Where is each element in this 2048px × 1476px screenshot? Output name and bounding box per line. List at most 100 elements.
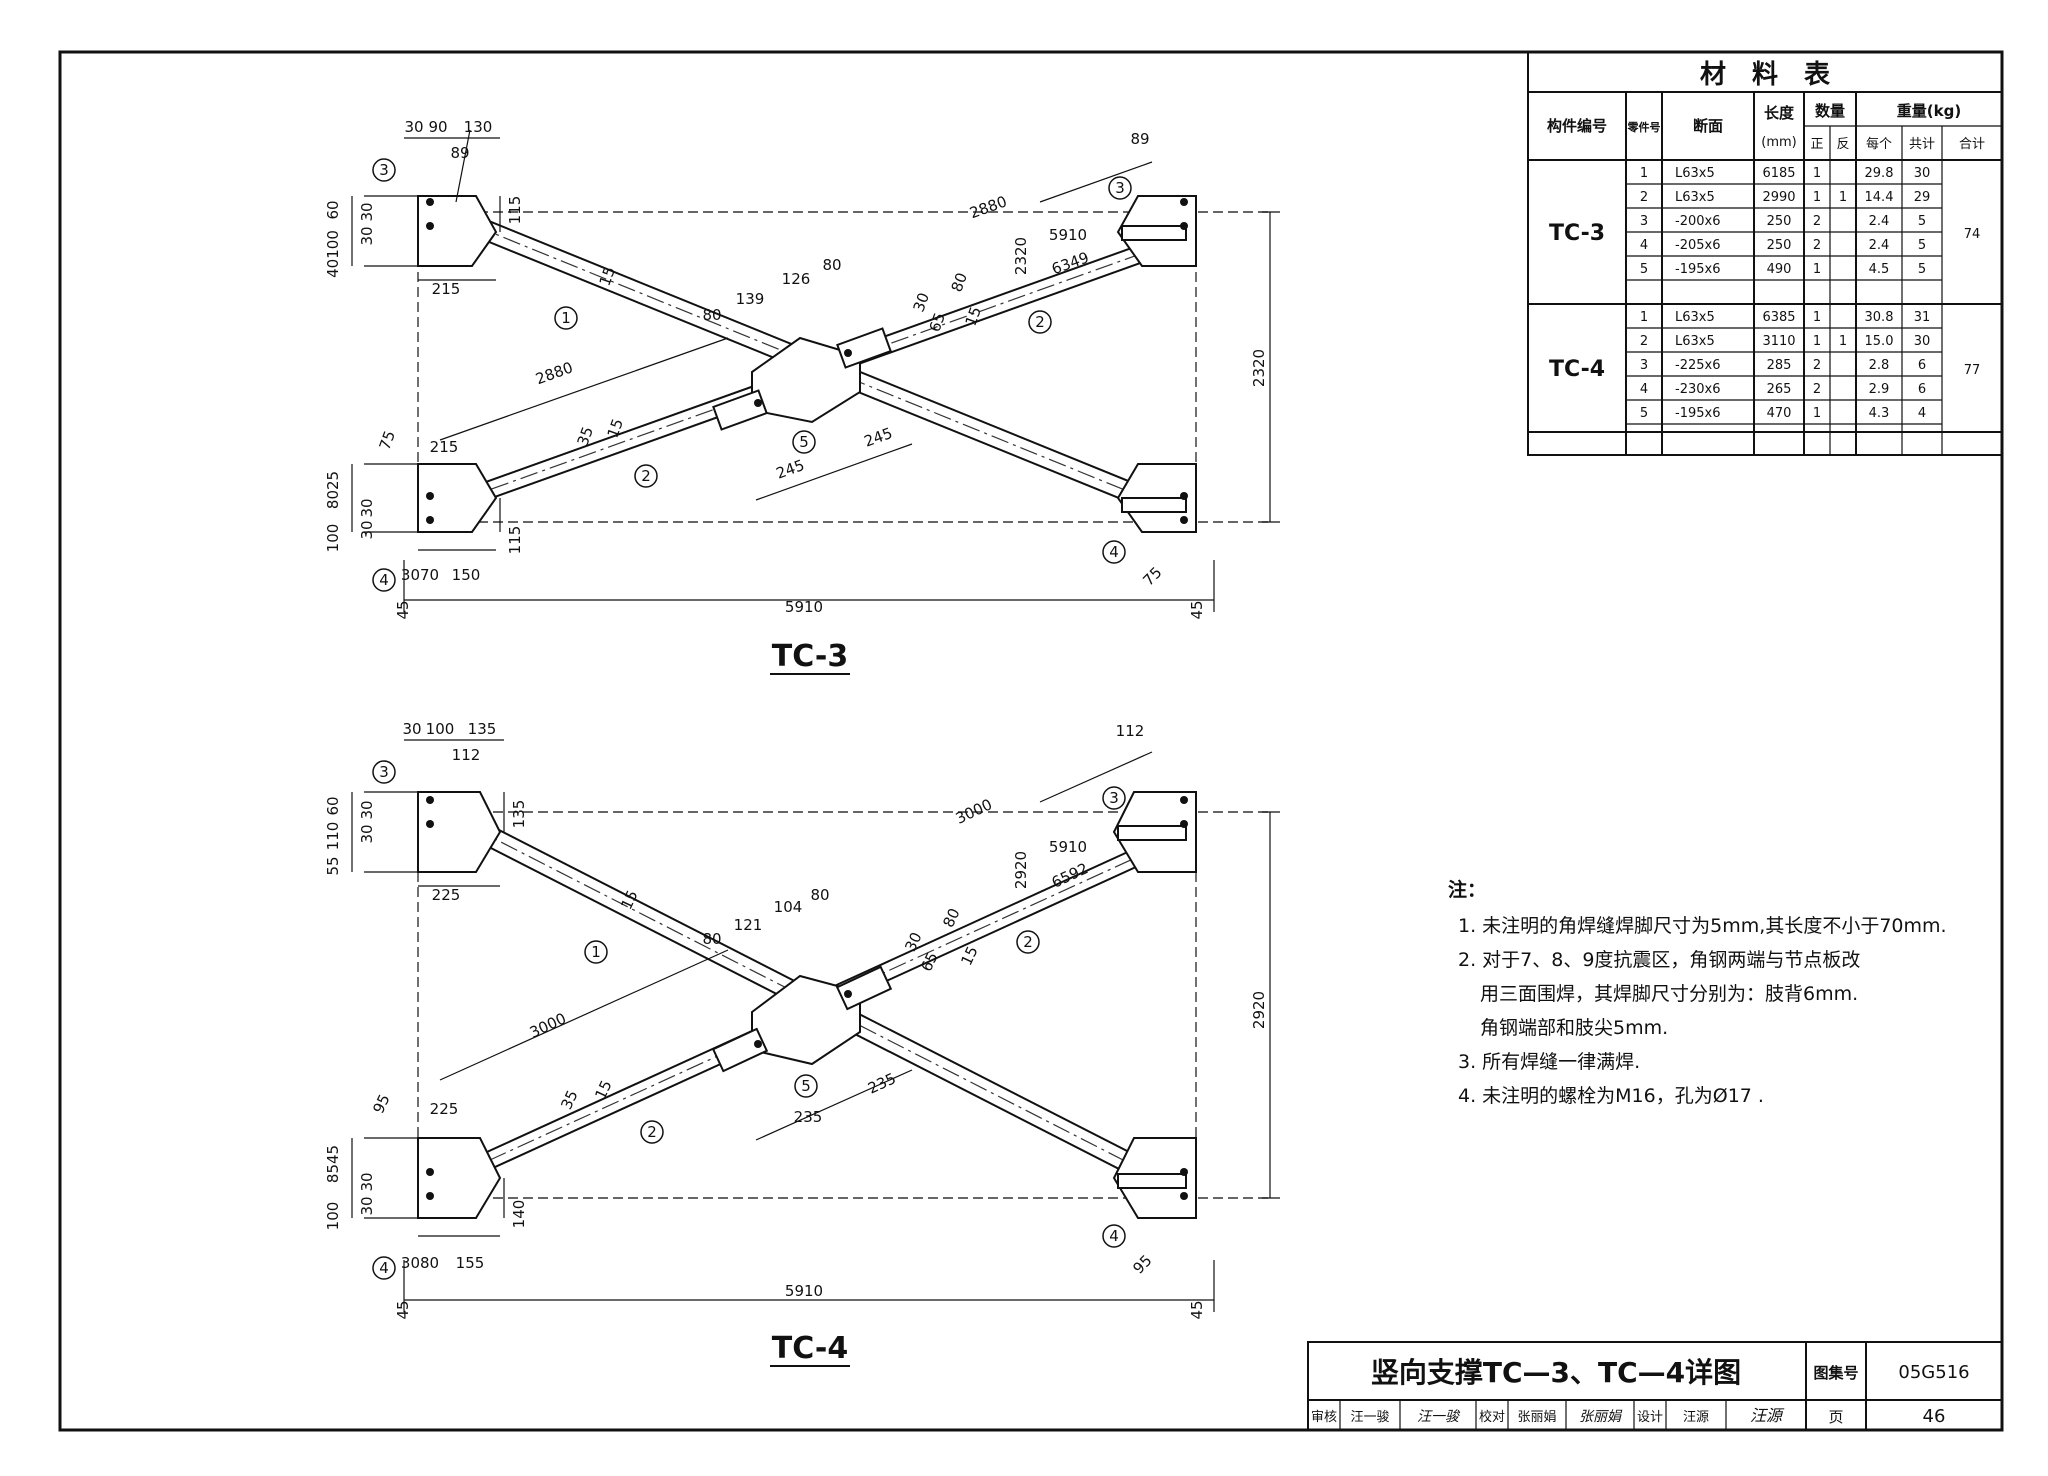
tc3-caption: TC-3 — [772, 639, 849, 674]
reviewer-name: 汪一骏 — [1350, 1410, 1389, 1425]
table-cell-total: 5 — [1918, 238, 1926, 253]
table-cell-pos: 2 — [1813, 214, 1821, 229]
tc3-dim-b-45b: 45 — [1188, 600, 1206, 619]
tc4-dim-left-110: 110 — [324, 822, 342, 851]
tc4-dim-235a: 235 — [794, 1108, 823, 1126]
table-cell-each: 4.5 — [1869, 262, 1890, 277]
hdr-member-no: 构件编号 — [1547, 117, 1607, 135]
tc4-dim-b-45b: 45 — [1188, 1300, 1206, 1319]
tc3-dim-r-2320: 2320 — [1250, 349, 1268, 387]
tc4-dim-121: 121 — [734, 916, 763, 934]
table-cell-neg: 1 — [1839, 334, 1847, 349]
tc4-dim-left-30a: 30 — [358, 800, 376, 819]
check-label: 校对 — [1479, 1409, 1505, 1425]
designer-signature: 汪源 — [1750, 1406, 1785, 1425]
tc3-dim-80b: 80 — [822, 256, 841, 274]
tc4-dim-diag-3000a: 3000 — [953, 795, 995, 827]
hdr-w-sum: 合计 — [1959, 137, 1985, 152]
hdr-part-no: 零件号 — [1627, 120, 1661, 134]
tc3-dim-v-115b: 115 — [506, 526, 524, 555]
tc4-dim-left-30d: 30 — [358, 1196, 376, 1215]
tc4-dim-80b: 80 — [810, 886, 829, 904]
tc3-dim-left-30c: 30 — [358, 498, 376, 517]
design-label: 设计 — [1637, 1410, 1663, 1425]
tc3-dim-top-30: 30 — [404, 118, 423, 136]
tc4-dim-left-100: 100 — [324, 1202, 342, 1231]
tc4-dim-30: 30 — [901, 929, 925, 954]
tc3-dim-left-60: 60 — [324, 200, 342, 219]
tc4-bubble-2b: 2 — [647, 1123, 657, 1141]
tc4-dim-left-55: 55 — [324, 856, 342, 875]
tc3-bubble-4b: 4 — [1109, 543, 1119, 561]
tc3-dim-35: 35 — [574, 424, 597, 448]
review-label: 审核 — [1311, 1410, 1337, 1425]
table-member-label: TC-3 — [1549, 221, 1605, 246]
tc3-dim-v-115a: 115 — [506, 196, 524, 225]
checker-signature: 张丽娟 — [1579, 1409, 1623, 1425]
tc3-dim-80a: 80 — [702, 306, 721, 324]
tc4-dim-95: 95 — [369, 1091, 393, 1116]
note-line-6: 4. 未注明的螺栓为M16，孔为Ø17 . — [1458, 1085, 1764, 1107]
tc3-dim-75: 75 — [376, 428, 399, 452]
table-cell-total: 6 — [1918, 382, 1926, 397]
tc3-dim-left-30a: 30 — [358, 202, 376, 221]
table-cell-part: 1 — [1640, 310, 1648, 325]
note-line-2: 2. 对于7、8、9度抗震区，角钢两端与节点板改 — [1458, 949, 1860, 971]
table-cell-pos: 1 — [1813, 310, 1821, 325]
tc4-dim-diag-3000b: 3000 — [527, 1009, 569, 1041]
tc3-dim-b-45a: 45 — [394, 600, 412, 619]
tc3-dim-ang-89a: 89 — [450, 144, 469, 162]
tc4-dim-b-5910: 5910 — [785, 1282, 823, 1300]
tc3-dim-diag-6349: 6349 — [1049, 248, 1091, 278]
table-cell-pos: 2 — [1813, 358, 1821, 373]
table-cell-total: 4 — [1918, 406, 1926, 421]
tc4-dim-diag-6592: 6592 — [1049, 859, 1091, 891]
table-cell-length: 3110 — [1762, 334, 1795, 349]
reviewer-signature: 汪一骏 — [1417, 1409, 1461, 1425]
table-cell-pos: 1 — [1813, 190, 1821, 205]
tc3-dim-top-90: 90 — [428, 118, 447, 136]
table-cell-total: 30 — [1914, 166, 1931, 181]
table-cell-section: L63x5 — [1675, 166, 1715, 181]
page-label: 页 — [1828, 1408, 1843, 1426]
table-cell-each: 4.3 — [1869, 406, 1890, 421]
tc3-dim-left-30d: 30 — [358, 520, 376, 539]
table-cell-part: 3 — [1640, 214, 1648, 229]
tc4-dim-left-60: 60 — [324, 796, 342, 815]
tc3-dim-245b: 245 — [862, 424, 895, 451]
tc3-dim-b-3070: 3070 — [401, 566, 439, 584]
tc3-bubble-5: 5 — [799, 433, 809, 451]
table-cell-part: 3 — [1640, 358, 1648, 373]
table-cell-total: 29 — [1914, 190, 1931, 205]
table-cell-each: 15.0 — [1865, 334, 1894, 349]
tc4-bubble-2a: 2 — [1023, 933, 1033, 951]
tc4-dim-r-2920: 2920 — [1250, 991, 1268, 1029]
table-cell-length: 470 — [1767, 406, 1792, 421]
hdr-qty-pos: 正 — [1810, 137, 1823, 152]
table-cell-pos: 1 — [1813, 262, 1821, 277]
tc4-dim-ang-95: 95 — [1129, 1251, 1155, 1277]
tc3-dim-15c: 15 — [604, 416, 627, 440]
table-cell-length: 250 — [1767, 238, 1792, 253]
tc3-bubble-4a: 4 — [379, 571, 389, 589]
tc4-dim-top-135: 135 — [468, 720, 497, 738]
tc3-dim-b-5910: 5910 — [785, 598, 823, 616]
tc4-dim-h-225b: 225 — [430, 1100, 459, 1118]
table-group-total: 74 — [1964, 227, 1981, 242]
table-cell-each: 2.9 — [1869, 382, 1890, 397]
tc3-dim-245a: 245 — [774, 456, 807, 483]
table-cell-total: 5 — [1918, 214, 1926, 229]
table-cell-section: -205x6 — [1675, 238, 1720, 253]
hdr-qty-neg: 反 — [1836, 137, 1849, 152]
table-cell-part: 5 — [1640, 262, 1648, 277]
table-cell-pos: 2 — [1813, 382, 1821, 397]
tc3-bubble-2a: 2 — [1035, 313, 1045, 331]
table-cell-section: -200x6 — [1675, 214, 1720, 229]
tc4-dim-left-30c: 30 — [358, 1172, 376, 1191]
table-cell-part: 4 — [1640, 382, 1648, 397]
tc3-dim-h-215a: 215 — [432, 280, 461, 298]
tc4-dim-v-135: 135 — [510, 800, 528, 829]
table-cell-part: 2 — [1640, 334, 1648, 349]
tc4-dim-235b: 235 — [865, 1069, 899, 1097]
table-cell-part: 2 — [1640, 190, 1648, 205]
